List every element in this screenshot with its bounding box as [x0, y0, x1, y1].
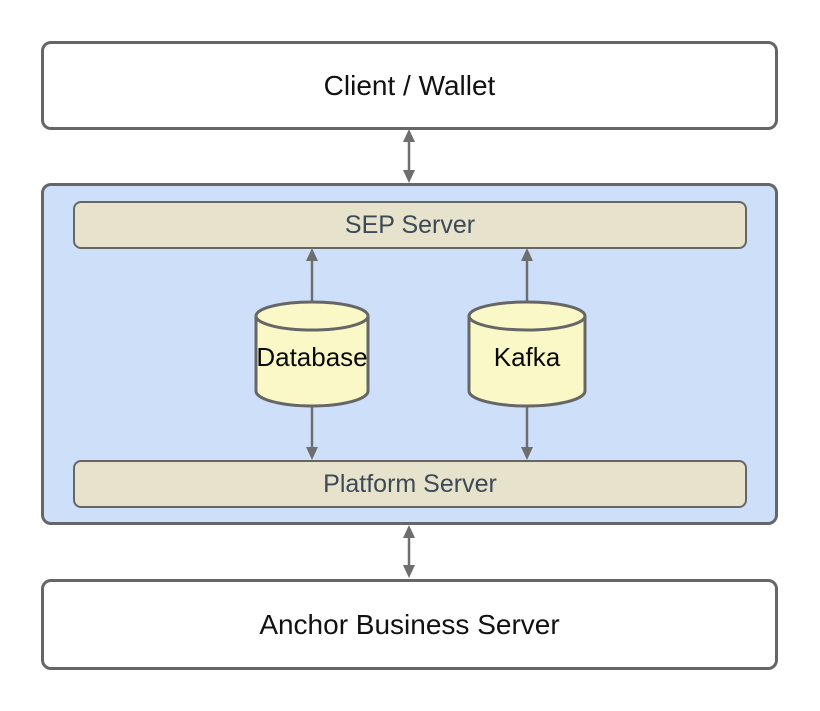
kafka-cylinder: Kafka: [467, 300, 587, 408]
container-anchor-double-arrow-icon: [403, 525, 415, 578]
anchor-business-server-label: Anchor Business Server: [259, 608, 560, 640]
sep-server-bar: SEP Server: [73, 201, 747, 249]
database-cylinder: Database: [254, 300, 370, 408]
kafka-label: Kafka: [493, 342, 561, 372]
sep-platform-container: SEP Server Database Kafka: [41, 183, 778, 525]
database-to-sep-arrow-icon: [306, 248, 318, 301]
anchor-business-server-box: Anchor Business Server: [41, 579, 778, 670]
platform-server-label: Platform Server: [323, 469, 497, 498]
platform-server-bar: Platform Server: [73, 460, 747, 508]
client-sep-double-arrow-icon: [403, 129, 415, 183]
client-wallet-box: Client / Wallet: [41, 41, 778, 130]
kafka-cylinder-icon: [467, 300, 587, 408]
database-cylinder-icon: [254, 300, 370, 408]
client-wallet-label: Client / Wallet: [323, 69, 496, 101]
database-to-platform-arrow-icon: [306, 407, 318, 460]
sep-server-label: SEP Server: [344, 210, 476, 239]
kafka-to-sep-arrow-icon: [521, 248, 533, 301]
database-label: Database: [256, 342, 368, 372]
kafka-to-platform-arrow-icon: [521, 407, 533, 460]
